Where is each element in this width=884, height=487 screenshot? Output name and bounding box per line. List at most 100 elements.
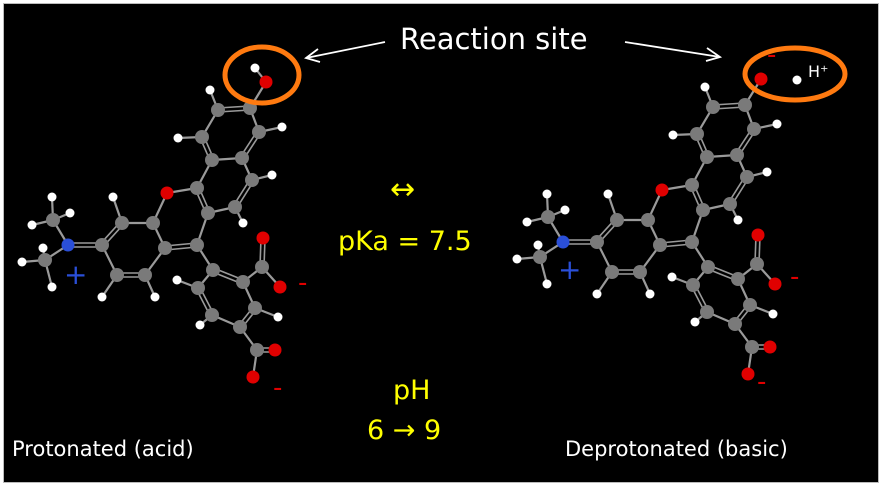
oxygen-atom-left — [160, 186, 174, 200]
carbon-atom-right — [686, 278, 700, 292]
hydrogen-atom-right — [772, 119, 782, 129]
negative-charge-right-2: - — [757, 367, 767, 397]
proton-label: H⁺ — [808, 62, 829, 81]
hydrogen-atom-right — [668, 130, 678, 140]
hydrogen-atom-right — [768, 309, 778, 319]
hydrogen-atom-left — [195, 320, 205, 330]
hydrogen-atom-right — [762, 167, 772, 177]
pointer-arrowhead-right — [705, 47, 723, 62]
carbon-atom-left — [206, 263, 220, 277]
carbon-atom-right — [738, 98, 752, 112]
carbon-atom-right — [685, 235, 699, 249]
carbon-atom-right — [685, 178, 699, 192]
hydrogen-atom-left — [250, 63, 260, 73]
hydrogen-atom-left — [27, 220, 37, 230]
carbon-atom-left — [236, 275, 250, 289]
carbon-atom-right — [730, 148, 744, 162]
carbon-atom-right — [610, 213, 624, 227]
carbon-atom-right — [533, 250, 547, 264]
carbon-atom-left — [201, 206, 215, 220]
carbon-atom-right — [740, 170, 754, 184]
carbon-atom-left — [195, 130, 209, 144]
hydrogen-atom-left — [205, 85, 215, 95]
carbon-atom-right — [696, 203, 710, 217]
free-proton-atom — [792, 75, 802, 85]
reaction-site-highlight-right — [742, 45, 848, 103]
oxygen-atom-right — [741, 367, 755, 381]
carbon-atom-right — [700, 305, 714, 319]
hydrogen-atom-left — [17, 257, 27, 267]
hydrogen-atom-left — [173, 133, 183, 143]
reaction-site-label: Reaction site — [400, 22, 588, 56]
carbon-atom-right — [723, 197, 737, 211]
hydrogen-atom-right — [592, 289, 602, 299]
ph-label: pH — [393, 375, 431, 406]
oxygen-atom-right — [763, 340, 777, 354]
carbon-atom-left — [250, 343, 264, 357]
carbon-atom-left — [255, 260, 269, 274]
hydrogen-atom-right — [542, 279, 552, 289]
hydrogen-atom-right — [603, 189, 613, 199]
oxygen-atom-left — [246, 370, 260, 384]
hydrogen-atom-left — [277, 122, 287, 132]
hydrogen-atom-right — [667, 272, 677, 282]
negative-charge-left-2: - — [273, 373, 283, 403]
oxygen-atom-left — [273, 280, 287, 294]
hydrogen-atom-left — [97, 292, 107, 302]
protonated-label: Protonated (acid) — [12, 437, 194, 461]
reaction-site-highlight-left — [222, 44, 302, 106]
carbon-atom-left — [110, 268, 124, 282]
carbon-atom-left — [115, 216, 129, 230]
pka-label: pKa = 7.5 — [338, 226, 472, 257]
hydrogen-atom-right — [645, 289, 655, 299]
carbon-atom-left — [248, 301, 262, 315]
carbon-atom-right — [653, 238, 667, 252]
negative-charge-right-1: - — [790, 262, 800, 292]
carbon-atom-left — [190, 238, 204, 252]
carbon-atom-left — [95, 238, 109, 252]
hydrogen-atom-left — [47, 192, 57, 202]
carbon-atom-right — [690, 127, 704, 141]
carbon-atom-left — [205, 153, 219, 167]
carbon-atom-left — [252, 125, 266, 139]
carbon-atom-right — [700, 150, 714, 164]
oxygen-atom-left — [259, 75, 273, 89]
carbon-atom-left — [191, 281, 205, 295]
negative-charge-reaction-site: - — [767, 40, 777, 70]
carbon-atom-right — [701, 260, 715, 274]
carbon-atom-left — [38, 253, 52, 267]
carbon-atom-right — [541, 210, 555, 224]
oxygen-atom-left — [256, 231, 270, 245]
hydrogen-atom-left — [108, 192, 118, 202]
carbon-atom-right — [747, 122, 761, 136]
carbon-atom-right — [706, 100, 720, 114]
nitrogen-atom-left — [61, 238, 75, 252]
pointer-arrowhead-left — [304, 48, 321, 63]
hydrogen-atom-right — [533, 240, 543, 250]
carbon-atom-right — [728, 317, 742, 331]
deprotonated-label: Deprotonated (basic) — [565, 437, 788, 461]
hydrogen-atom-right — [542, 189, 552, 199]
carbon-atom-left — [146, 216, 160, 230]
positive-charge-right: + — [558, 253, 582, 286]
carbon-atom-right — [743, 298, 757, 312]
carbon-atom-left — [205, 308, 219, 322]
oxygen-atom-right — [655, 183, 669, 197]
pointer-arrow-left — [305, 41, 386, 59]
positive-charge-left: + — [64, 258, 88, 291]
hydrogen-atom-right — [700, 82, 710, 92]
hydrogen-atom-left — [150, 292, 160, 302]
hydrogen-atom-right — [522, 217, 532, 227]
hydrogen-atom-right — [560, 205, 570, 215]
hydrogen-atom-left — [273, 312, 283, 322]
carbon-atom-right — [633, 265, 647, 279]
carbon-atom-left — [233, 320, 247, 334]
carbon-atom-left — [245, 173, 259, 187]
hydrogen-atom-left — [238, 218, 248, 228]
hydrogen-atom-left — [172, 275, 182, 285]
hydrogen-atom-right — [690, 317, 700, 327]
carbon-atom-right — [750, 257, 764, 271]
carbon-atom-left — [235, 151, 249, 165]
